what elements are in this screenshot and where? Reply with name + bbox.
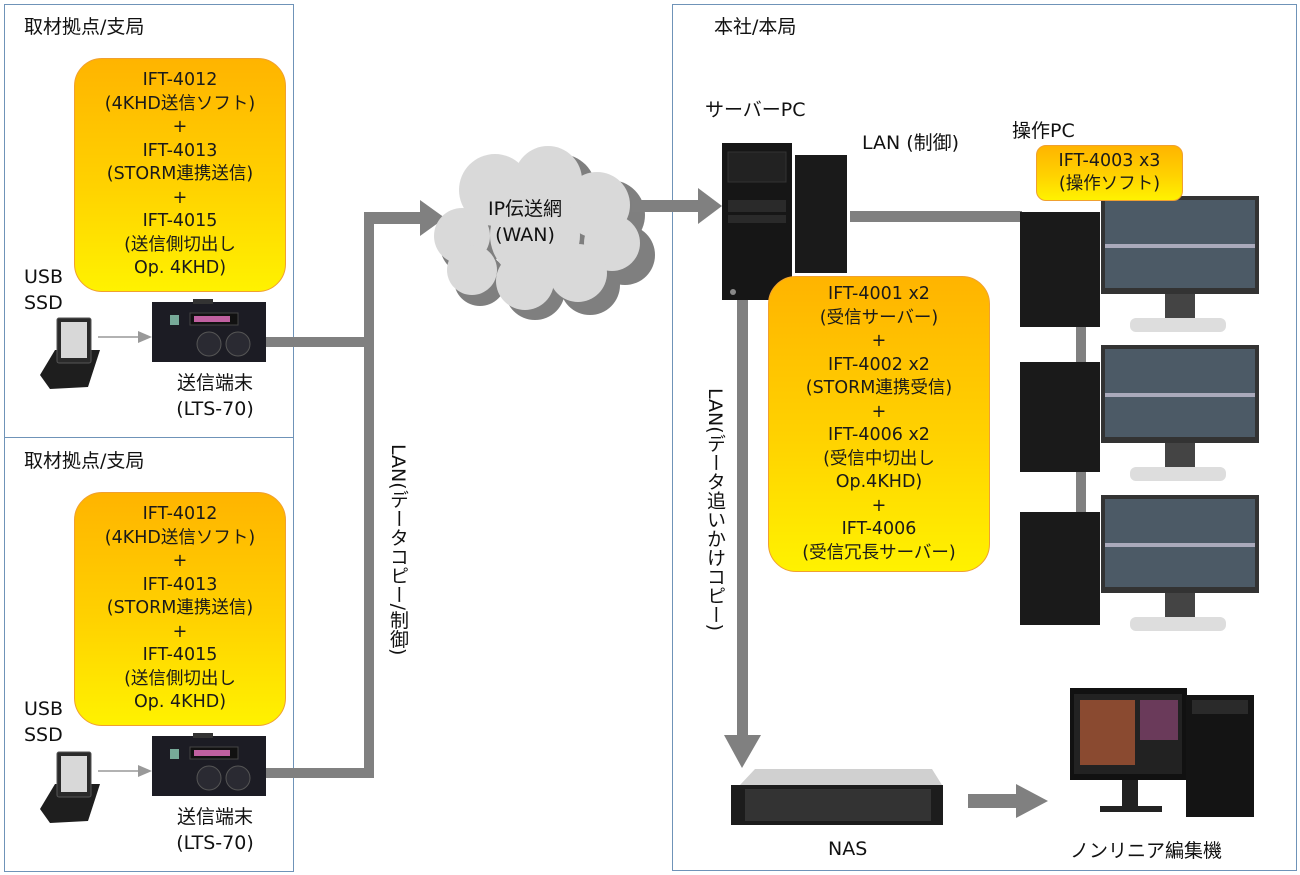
wan-in-arrowhead bbox=[420, 200, 445, 236]
branch-site-frame-2 bbox=[4, 437, 294, 872]
branch2-lan-line bbox=[265, 768, 373, 778]
software-line: IFT-4003 x3 bbox=[1058, 150, 1161, 171]
software-line: IFT-4006 bbox=[841, 519, 917, 539]
software-line: (送信側切出し bbox=[124, 234, 236, 255]
ssd-label-2: SSD bbox=[24, 724, 63, 746]
server-pc-label: サーバーPC bbox=[705, 99, 806, 121]
ssd-label-1: SSD bbox=[24, 292, 63, 314]
ssd2-arrowhead bbox=[138, 765, 152, 777]
software-line: (受信サーバー) bbox=[819, 307, 939, 328]
branch1-lan-line bbox=[265, 337, 373, 347]
software-line: (受信中切出し bbox=[823, 448, 935, 469]
wan-label: IP伝送網 (WAN) bbox=[470, 196, 580, 248]
usb-ssd-1 bbox=[40, 317, 100, 389]
software-line: IFT-4013 bbox=[142, 574, 218, 595]
wan-cloud bbox=[434, 146, 640, 310]
headquarters-frame bbox=[672, 4, 1297, 871]
software-line: (STORM連携送信) bbox=[106, 598, 254, 619]
server-pc-towers bbox=[722, 143, 847, 300]
usb-label-1: USB bbox=[24, 266, 64, 288]
trunk-to-wan-line bbox=[364, 212, 424, 224]
branch-software-box-2: IFT-4012 (4KHD送信ソフト) + IFT-4013 (STORM連携… bbox=[74, 492, 286, 726]
operator-pc-3 bbox=[1020, 495, 1259, 631]
operator-pc-2 bbox=[1020, 345, 1259, 481]
software-line: IFT-4015 bbox=[142, 211, 218, 232]
usb-label-2: USB bbox=[24, 698, 64, 720]
terminal-model: (LTS-70) bbox=[176, 832, 254, 854]
transmit-terminal-1 bbox=[152, 299, 266, 362]
nas-in-arrowhead bbox=[724, 735, 761, 768]
software-line: IFT-4013 bbox=[142, 140, 218, 161]
software-line: + bbox=[871, 331, 887, 351]
operator-pc-label: 操作PC bbox=[1012, 120, 1075, 142]
headquarters-title: 本社/本局 bbox=[714, 16, 797, 38]
software-line: (4KHD送信ソフト) bbox=[104, 527, 256, 548]
wan-line1: IP伝送網 bbox=[487, 198, 563, 220]
software-line: + bbox=[172, 117, 188, 138]
lan-control-label: LAN (制御) bbox=[862, 132, 960, 154]
nas-to-editor-line bbox=[968, 794, 1018, 808]
server-software-box: IFT-4001 x2 (受信サーバー) + IFT-4002 x2 (STOR… bbox=[768, 276, 990, 572]
usb-ssd-2 bbox=[40, 751, 100, 823]
terminal-name: 送信端末 bbox=[176, 372, 253, 394]
operator-software-box: IFT-4003 x3 (操作ソフト) bbox=[1036, 145, 1183, 201]
software-line: (STORM連携受信) bbox=[805, 378, 953, 398]
editor-in-arrowhead bbox=[1016, 784, 1048, 818]
terminal-name: 送信端末 bbox=[176, 806, 253, 828]
branch-site-title-1: 取材拠点/支局 bbox=[24, 16, 145, 38]
lan-chase-label: LAN(データ追いかけコピー) bbox=[704, 388, 726, 632]
software-line: + bbox=[172, 551, 188, 572]
ssd1-arrowhead bbox=[138, 331, 152, 343]
software-line: IFT-4001 x2 bbox=[828, 284, 930, 304]
branch-site-title-2: 取材拠点/支局 bbox=[24, 450, 145, 472]
terminal-model: (LTS-70) bbox=[176, 398, 254, 420]
branch-software-box-1: IFT-4012 (4KHD送信ソフト) + IFT-4013 (STORM連携… bbox=[74, 58, 286, 292]
editor-label: ノンリニア編集機 bbox=[1070, 840, 1223, 862]
software-line: (4KHD送信ソフト) bbox=[104, 93, 256, 114]
software-line: IFT-4012 bbox=[142, 504, 218, 525]
wan-line2: (WAN) bbox=[495, 224, 555, 246]
software-line: (STORM連携送信) bbox=[106, 164, 254, 185]
lan-trunk-line bbox=[364, 212, 374, 778]
terminal-label-1: 送信端末 (LTS-70) bbox=[160, 370, 270, 422]
software-line: Op.4KHD) bbox=[835, 472, 923, 492]
software-line: Op. 4KHD) bbox=[133, 258, 227, 279]
lan-copy-label: LAN(データコピー/制御) bbox=[387, 444, 409, 656]
software-line: IFT-4006 x2 bbox=[828, 425, 930, 445]
wan-to-server-line bbox=[632, 200, 702, 212]
editor-workstation bbox=[1070, 688, 1254, 817]
transmit-terminal-2 bbox=[152, 733, 266, 796]
software-line: + bbox=[871, 495, 887, 516]
software-line: (送信側切出し bbox=[124, 668, 236, 689]
software-line: (受信冗長サーバー) bbox=[802, 542, 956, 563]
terminal-label-2: 送信端末 (LTS-70) bbox=[160, 804, 270, 856]
software-line: IFT-4012 bbox=[142, 70, 218, 91]
software-line: + bbox=[871, 401, 887, 422]
software-line: Op. 4KHD) bbox=[133, 692, 227, 713]
lan-chase-line bbox=[737, 298, 748, 738]
software-line: (操作ソフト) bbox=[1058, 174, 1161, 194]
lan-control-line bbox=[850, 211, 1022, 222]
nas-label: NAS bbox=[828, 838, 868, 860]
software-line: IFT-4015 bbox=[142, 645, 218, 666]
software-line: IFT-4002 x2 bbox=[828, 354, 930, 375]
software-line: + bbox=[172, 621, 188, 642]
nas-device bbox=[731, 769, 943, 825]
server-in-arrowhead bbox=[698, 188, 722, 224]
software-line: + bbox=[172, 187, 188, 208]
operator-pc-1 bbox=[1020, 196, 1259, 332]
